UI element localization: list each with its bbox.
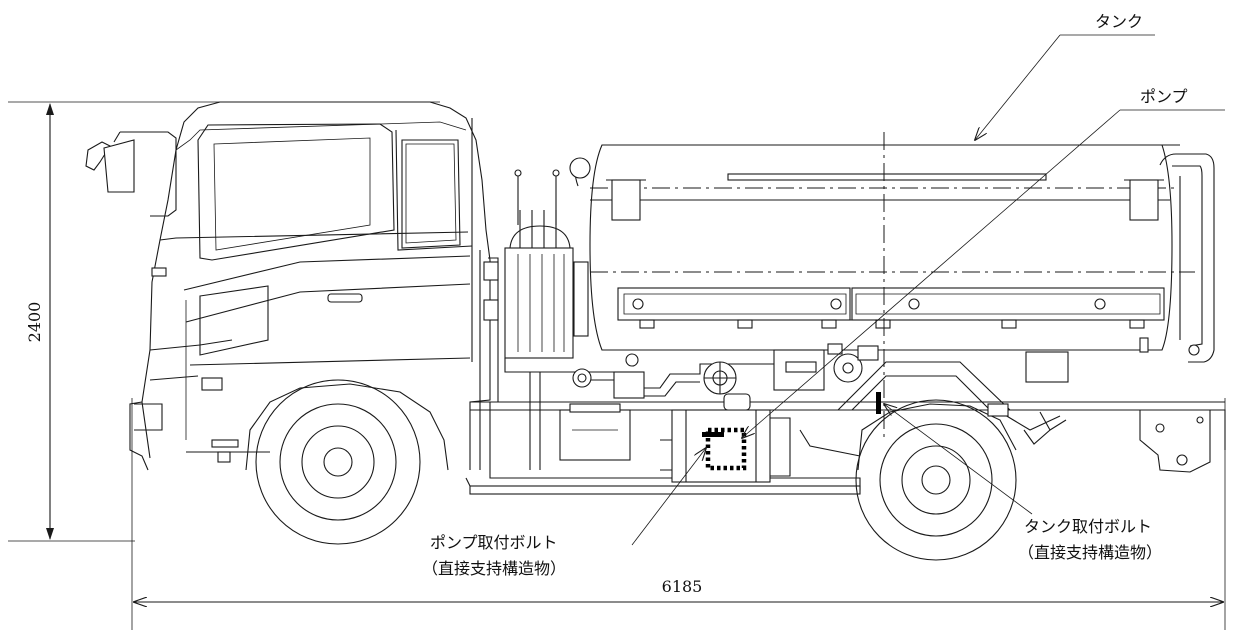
piping: [572, 343, 1069, 411]
pump-bolt-note: （直接支持構造物）: [422, 559, 566, 578]
pump-callout: ポンプ: [742, 87, 1225, 438]
height-dimension: 2400: [8, 101, 440, 542]
truck-cab: [85, 101, 491, 471]
tank-callout: タンク: [975, 12, 1155, 140]
height-dimension-value: 2400: [25, 302, 44, 343]
rear-wheel: [799, 399, 1067, 561]
tank-label: タンク: [1095, 12, 1143, 31]
tank-body: [589, 132, 1215, 440]
tank-bolt-callout: タンク取付ボルト （直接支持構造物）: [884, 404, 1162, 562]
hose-reel: [504, 157, 591, 373]
tank-bolt-note: （直接支持構造物）: [1018, 543, 1162, 562]
pump-label: ポンプ: [1140, 87, 1188, 106]
pump-unit: [660, 393, 791, 483]
pump-bolt-label: ポンプ取付ボルト: [430, 533, 558, 552]
tank-bolt-label: タンク取付ボルト: [1024, 517, 1152, 536]
length-dimension-value: 6185: [662, 577, 703, 596]
tank-bolt-marker: [876, 392, 881, 414]
front-wheel: [255, 379, 421, 545]
chassis-frame: [465, 250, 1226, 495]
pump-bolt-callout: ポンプ取付ボルト （直接支持構造物）: [422, 448, 706, 578]
